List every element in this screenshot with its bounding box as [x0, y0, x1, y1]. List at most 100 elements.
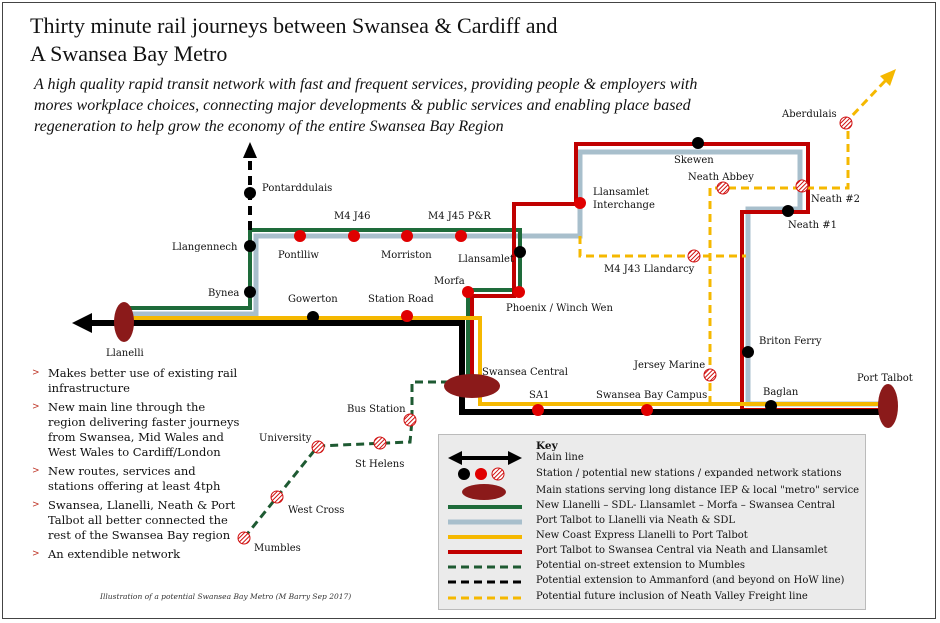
station-marker-m4-j45 — [455, 230, 467, 242]
label-jersey-marine: Jersey Marine — [633, 360, 705, 371]
legend-main-station-symbol — [462, 484, 506, 500]
benefits-list: >Makes better use of existing rail infra… — [32, 366, 242, 566]
llanelli-main-station — [114, 302, 134, 342]
station-marker-sa1 — [532, 404, 544, 416]
station-marker-baglan — [765, 400, 777, 412]
bullet-marker-icon: > — [32, 368, 40, 378]
station-marker-phoenix — [513, 286, 525, 298]
label-bus-station: Bus Station — [347, 404, 406, 415]
label-morfa: Morfa — [434, 276, 465, 287]
station-marker-pontarddulais — [244, 187, 256, 199]
label-pontarddulais: Pontarddulais — [262, 183, 332, 194]
subtitle: A high quality rapid transit network wit… — [34, 76, 698, 135]
label-baglan: Baglan — [763, 387, 799, 398]
label-sa1: SA1 — [529, 390, 549, 401]
label-skewen: Skewen — [674, 155, 714, 166]
benefit-item: >New routes, services and stations offer… — [32, 464, 221, 493]
title-line-2: A Swansea Bay Metro — [30, 41, 228, 66]
station-marker-jersey-marine — [703, 368, 717, 382]
legend-item-stations: Station / potential new stations / expan… — [536, 468, 842, 479]
station-marker-morfa — [462, 286, 474, 298]
route-port-talbot-llanelli-via-neath — [128, 149, 888, 407]
label-llanelli: Llanelli — [106, 348, 144, 359]
label-pontlliw: Pontlliw — [278, 250, 319, 261]
station-marker-st-helens — [373, 436, 387, 450]
label-llansamlet-interchange-1: Llansamlet — [593, 187, 649, 198]
station-marker-m4-j46 — [348, 230, 360, 242]
label-station-road: Station Road — [368, 294, 434, 305]
title-line-1: Thirty minute rail journeys between Swan… — [30, 13, 558, 38]
benefit-item: >An extendible network — [32, 547, 181, 561]
main-line — [88, 320, 888, 415]
label-briton-ferry: Briton Ferry — [759, 336, 822, 347]
station-marker-llangennech — [244, 240, 256, 252]
bullet-marker-icon: > — [32, 402, 40, 412]
label-port-talbot: Port Talbot — [857, 373, 913, 384]
mumbles-extension — [242, 380, 462, 539]
port-talbot-main-station — [878, 384, 898, 428]
label-m4-j45: M4 J45 P&R — [428, 211, 491, 222]
benefit-item: >Makes better use of existing rail infra… — [32, 366, 238, 395]
legend-item-green-route: New Llanelli – SDL- Llansamlet – Morfa –… — [536, 500, 835, 511]
legend-new-station-symbol — [475, 468, 487, 480]
benefit-item: >New main line through the region delive… — [32, 400, 240, 459]
label-morriston: Morriston — [381, 250, 432, 261]
station-marker-neath-1 — [782, 205, 794, 217]
bullet-marker-icon: > — [32, 549, 40, 559]
station-marker-bynea — [244, 286, 256, 298]
credit: Illustration of a potential Swansea Bay … — [100, 592, 352, 601]
ammanford-arrow — [243, 142, 257, 158]
freight-arrow — [880, 69, 896, 86]
label-gowerton: Gowerton — [288, 294, 338, 305]
station-marker-llansamlet-interchange — [574, 197, 586, 209]
label-aberdulais: Aberdulais — [781, 109, 837, 120]
label-neath-1: Neath #1 — [788, 220, 837, 231]
main-line-arrow-west — [72, 313, 92, 333]
label-llansamlet-interchange-2: Interchange — [593, 200, 655, 211]
label-neath-abbey: Neath Abbey — [688, 172, 754, 183]
station-marker-neath-2 — [795, 179, 809, 193]
legend-arrow-left-icon — [448, 451, 462, 465]
legend-title: Key — [536, 440, 558, 452]
station-marker-gowerton — [307, 311, 319, 323]
station-marker-swansea-bay-campus — [641, 404, 653, 416]
label-m4-j46: M4 J46 — [334, 211, 371, 222]
legend-item-red-route: Port Talbot to Swansea Central via Neath… — [536, 545, 828, 556]
label-mumbles: Mumbles — [254, 543, 301, 554]
bullet-marker-icon: > — [32, 500, 40, 510]
station-marker-pontlliw — [294, 230, 306, 242]
legend-item-ammanford: Potential extension to Ammanford (and be… — [536, 575, 845, 586]
station-marker-station-road — [401, 310, 413, 322]
page-title: Thirty minute rail journeys between Swan… — [30, 12, 557, 68]
swansea-central-main-station — [444, 374, 500, 398]
route-coast-express — [128, 316, 888, 406]
label-m4-j43: M4 J43 Llandarcy — [604, 264, 695, 275]
station-marker-university — [311, 440, 325, 454]
label-llansamlet: Llansamlet — [458, 254, 514, 265]
legend-item-grey-route: Port Talbot to Llanelli via Neath & SDL — [536, 515, 735, 526]
legend-item-yellow-route: New Coast Express Llanelli to Port Talbo… — [536, 530, 748, 541]
label-phoenix: Phoenix / Winch Wen — [506, 303, 613, 314]
legend-arrow-right-icon — [508, 451, 522, 465]
label-swansea-central: Swansea Central — [482, 367, 568, 378]
label-st-helens: St Helens — [355, 459, 404, 470]
label-swansea-bay-campus: Swansea Bay Campus — [596, 390, 707, 401]
legend-item-freight: Potential future inclusion of Neath Vall… — [536, 591, 808, 602]
station-marker-aberdulais — [839, 116, 853, 130]
station-marker-mumbles — [237, 531, 251, 545]
label-llangennech: Llangennech — [172, 242, 238, 253]
station-marker-neath-abbey — [716, 181, 730, 195]
legend-item-main-stations: Main stations serving long distance IEP … — [536, 485, 860, 496]
label-west-cross: West Cross — [288, 505, 344, 516]
route-port-talbot-swansea-via-llansamlet — [470, 142, 888, 412]
legend-item-mumbles: Potential on-street extension to Mumbles — [536, 560, 746, 571]
station-marker-briton-ferry — [742, 346, 754, 358]
station-marker-llansamlet — [514, 246, 526, 258]
station-marker-skewen — [692, 137, 704, 149]
station-marker-bus-station — [403, 413, 417, 427]
legend-potential-station-symbol — [491, 467, 505, 481]
label-university: University — [259, 433, 312, 444]
